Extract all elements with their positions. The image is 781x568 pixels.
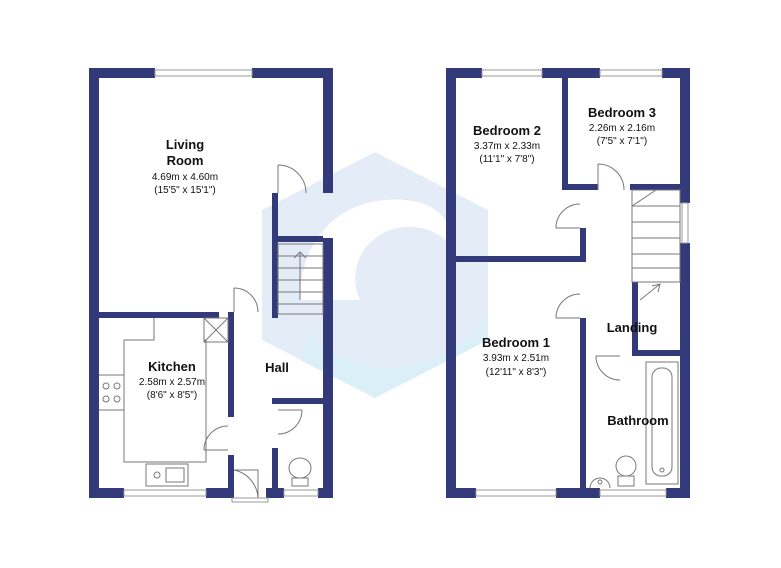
room-label-hall: Hall [265,360,289,375]
bath-icon [645,361,679,485]
bedroom3-window [599,69,663,77]
living-door [233,287,259,313]
svg-text:3.37m x 2.33m: 3.37m x 2.33m [474,141,540,152]
svg-text:Bedroom 3: Bedroom 3 [588,105,656,120]
svg-text:(12'11" x 8'3"): (12'11" x 8'3") [486,367,547,378]
room-label-kitchen: Kitchen 2.58m x 2.57m (8'6" x 8'5") [139,359,205,401]
room-label-bedroom-1: Bedroom 1 3.93m x 2.51m (12'11" x 8'3") [482,335,550,378]
bedroom3-door [597,163,625,191]
room-label-landing: Landing [607,320,658,335]
svg-text:2.58m x 2.57m: 2.58m x 2.57m [139,377,205,388]
bedroom2-door [555,203,581,229]
bathroom-window [599,489,667,497]
wc-window [283,489,319,497]
toilet-icon [615,455,637,487]
svg-text:4.69m x 4.60m: 4.69m x 4.60m [152,172,218,183]
kitchen-window [123,489,207,497]
svg-text:Bedroom 1: Bedroom 1 [482,335,550,350]
room-label-bathroom: Bathroom [607,413,668,428]
svg-text:(15'5" x 15'1"): (15'5" x 15'1") [154,185,216,196]
svg-text:(7'5" x 7'1"): (7'5" x 7'1") [597,136,647,147]
cupboard-door [277,164,307,194]
room-label-living-room: Living Room 4.69m x 4.60m (15'5" x 15'1"… [152,137,218,196]
agency-logo-icon [262,152,488,398]
ground-stairs [277,243,324,315]
ground-floor [89,68,333,503]
kitchen-door [203,425,229,451]
first-floor [446,68,690,498]
bathroom-door [595,355,621,381]
living-room-window [154,69,253,77]
svg-text:Hall: Hall [265,360,289,375]
bedroom1-window [475,489,557,497]
svg-text:3.93m x 2.51m: 3.93m x 2.51m [483,353,549,364]
first-stairs [631,189,681,301]
svg-text:(8'6" x 8'5"): (8'6" x 8'5") [147,390,197,401]
svg-text:Bedroom 2: Bedroom 2 [473,123,541,138]
wc-door [277,409,303,435]
svg-text:Landing: Landing [607,320,658,335]
basin-icon [589,477,611,489]
room-label-bedroom-3: Bedroom 3 2.26m x 2.16m (7'5" x 7'1") [588,105,656,147]
bedroom1-door [555,293,581,319]
svg-text:Bathroom: Bathroom [607,413,668,428]
bedroom2-window [481,69,543,77]
kitchen-units [99,317,229,487]
room-label-bedroom-2: Bedroom 2 3.37m x 2.33m (11'1" x 7'8") [473,123,541,165]
svg-text:2.26m x 2.16m: 2.26m x 2.16m [589,123,655,134]
landing-window [681,202,689,244]
toilet-icon [288,457,312,487]
front-door [233,469,259,501]
svg-text:(11'1" x 7'8"): (11'1" x 7'8") [479,154,534,165]
svg-text:Living: Living [166,137,204,152]
svg-text:Room: Room [167,153,204,168]
svg-text:Kitchen: Kitchen [148,359,196,374]
